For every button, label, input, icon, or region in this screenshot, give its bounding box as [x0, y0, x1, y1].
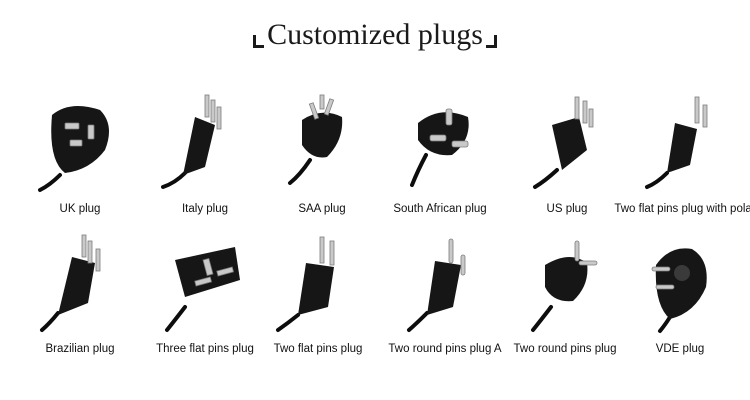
title-bracket-right — [485, 35, 497, 48]
south-african-plug-icon — [410, 108, 469, 187]
plug-card-brazilian: Brazilian plug — [20, 234, 140, 365]
vde-plug-icon — [651, 248, 707, 333]
us-plug-icon — [533, 96, 594, 189]
page-header: Customized plugs — [0, 18, 750, 52]
italy-plug-icon — [161, 94, 222, 189]
plug-card-us: US plug — [507, 95, 627, 225]
plug-card-two-round-pins: Two round pins plug — [505, 235, 625, 365]
two-flat-pins-polar-plug-icon — [645, 96, 708, 189]
plug-card-uk: UK plug — [20, 95, 140, 225]
two-flat-pins-plug-icon — [276, 236, 335, 332]
plug-card-south-african: South African plug — [380, 95, 500, 225]
two-round-pins-plug-icon — [531, 240, 598, 332]
page-title-text: Customized plugs — [267, 18, 483, 51]
uk-plug-icon — [38, 106, 109, 192]
plug-label: Two flat pins plug with polar — [614, 203, 750, 215]
plug-label: Two round pins plug — [513, 343, 617, 355]
plug-card-two-flat-pins: Two flat pins plug — [258, 235, 378, 365]
plug-label: Brazilian plug — [45, 343, 115, 355]
plug-label: Italy plug — [181, 203, 229, 215]
plug-card-vde: VDE plug — [620, 235, 740, 365]
plug-label: VDE plug — [655, 343, 705, 355]
title-bracket-left — [253, 35, 265, 48]
plug-label: Three flat pins plug — [156, 343, 254, 355]
plug-label: South African plug — [393, 203, 487, 215]
plug-card-italy: Italy plug — [145, 94, 265, 225]
plug-card-two-flat-pins-polar: Two flat pins plug with polar — [614, 95, 750, 225]
plug-label: UK plug — [59, 203, 101, 215]
plug-label: SAA plug — [298, 203, 346, 215]
plug-label: US plug — [546, 203, 588, 215]
brazilian-plug-icon — [40, 234, 101, 332]
plug-card-three-flat-pins: Three flat pins plug — [145, 235, 265, 365]
plug-label: Two flat pins plug — [273, 343, 363, 355]
plug-card-two-round-pins-a: Two round pins plug A — [385, 235, 505, 365]
page-title: Customized plugs — [253, 18, 497, 52]
plug-label: Two round pins plug A — [388, 343, 502, 355]
saa-plug-icon — [288, 94, 343, 185]
two-round-pins-plug-a-icon — [407, 238, 466, 332]
three-flat-pins-plug-icon — [165, 247, 240, 332]
plug-card-saa: SAA plug — [262, 94, 382, 225]
